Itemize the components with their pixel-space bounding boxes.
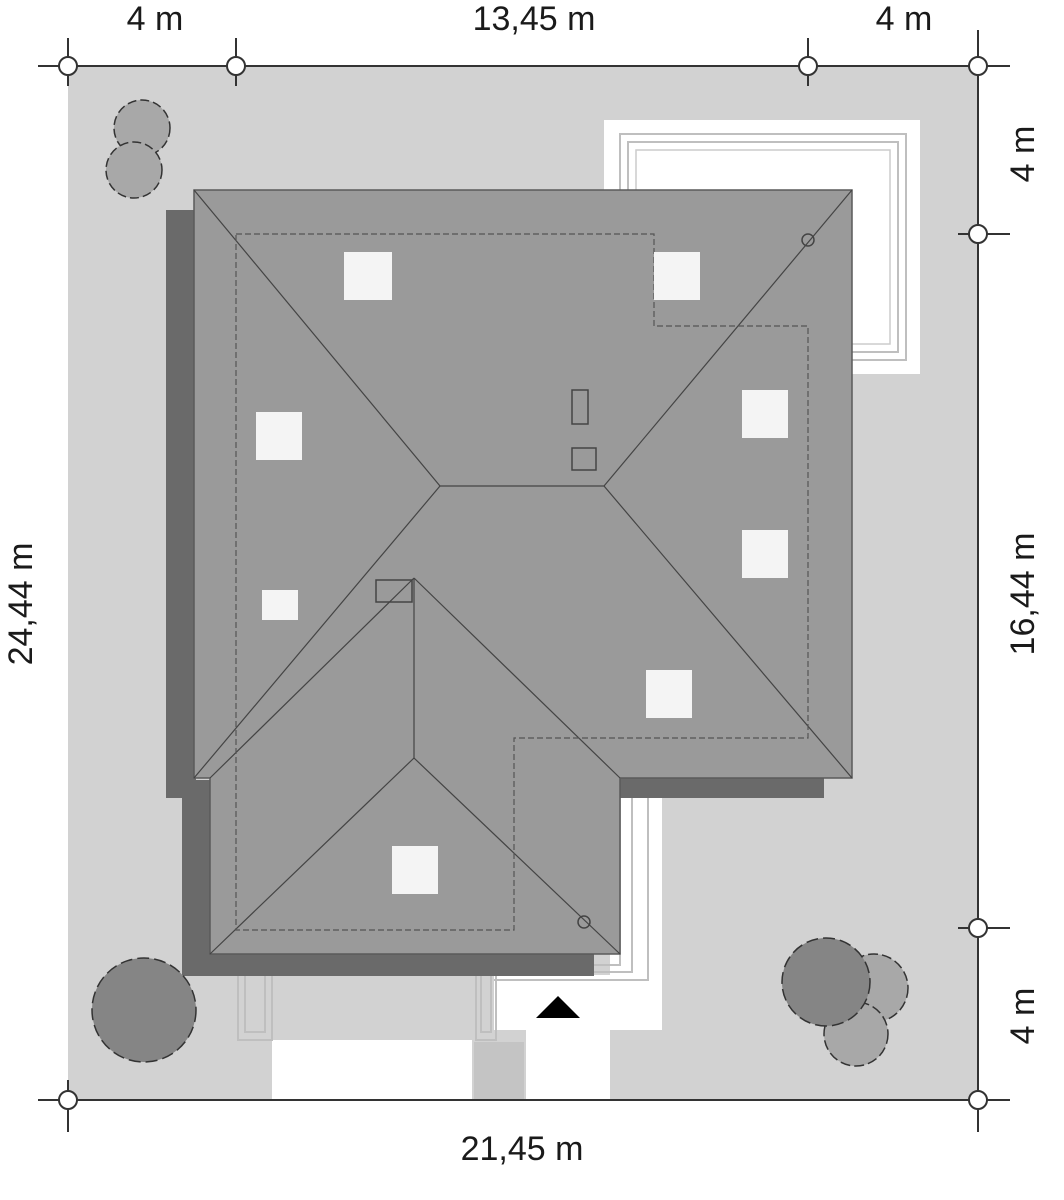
roof-ridges: [193, 189, 853, 955]
dim-top-right: 4 m: [876, 0, 933, 38]
dim-right-top: 4 m: [1004, 126, 1042, 183]
paving-patch: [474, 1042, 524, 1100]
dimension-markers: [58, 56, 988, 1110]
dim-top-left: 4 m: [127, 0, 184, 38]
dim-right-middle: 16,44 m: [1004, 533, 1042, 656]
wall-outline: [235, 233, 809, 931]
tree-icon: [91, 957, 197, 1063]
dim-top-middle: 13,45 m: [473, 0, 596, 38]
roof-shadow: [166, 210, 824, 976]
entrance-arrow-icon: [536, 996, 580, 1018]
tree-icon: [105, 99, 171, 199]
dim-left-total: 24,44 m: [2, 543, 40, 666]
tree-icon: [781, 937, 909, 1067]
dim-bottom-total: 21,45 m: [461, 1130, 584, 1168]
dim-right-bottom: 4 m: [1004, 988, 1042, 1045]
skylights: [256, 252, 788, 894]
roof-details: [375, 233, 815, 929]
